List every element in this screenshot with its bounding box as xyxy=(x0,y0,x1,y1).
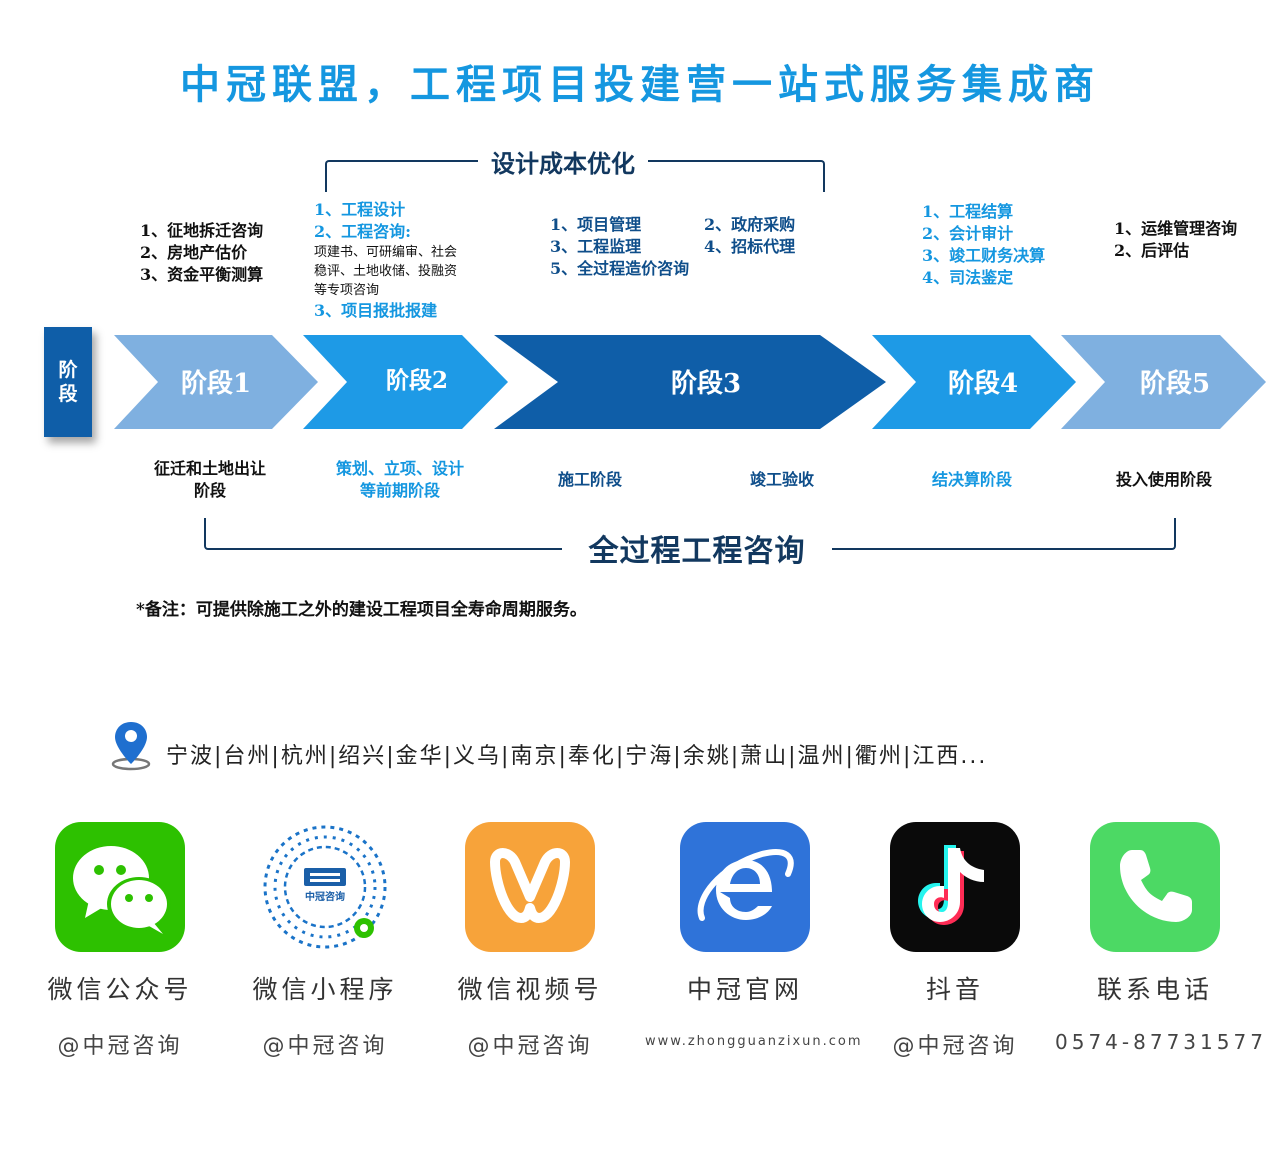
service-cities: 宁波|台州|杭州|绍兴|金华|义乌|南京|奉化|宁海|余姚|萧山|温州|衢州|江… xyxy=(166,744,988,769)
app-name: 微信公众号 xyxy=(47,975,193,1004)
qr-code-icon: 中冠咨询 xyxy=(260,822,390,952)
qr-brand-text: 中冠咨询 xyxy=(305,890,345,903)
stage3-phase-acceptance: 竣工验收 xyxy=(749,470,814,489)
stage-1-chevron xyxy=(114,335,318,429)
service-item: 1、征地拆迁咨询 xyxy=(140,221,264,240)
note-text: *备注：可提供除施工之外的建设工程项目全寿命周期服务。 xyxy=(136,600,587,620)
stage-4-label: 阶段4 xyxy=(948,368,1018,399)
app-wechat-official[interactable]: 微信公众号 @中冠咨询 xyxy=(20,822,220,1060)
phase-line: 阶段 xyxy=(193,481,226,500)
service-item: 1、工程结算 xyxy=(922,202,1014,221)
app-handle: @中冠咨询 xyxy=(467,1034,593,1059)
service-item: 2、工程咨询: xyxy=(314,222,412,241)
service-item: 1、工程设计 xyxy=(314,200,406,219)
stage-tab-char: 段 xyxy=(58,383,78,405)
phase-line: 等前期阶段 xyxy=(359,481,440,500)
location-pin-icon xyxy=(111,722,151,771)
stage3-services-left: 1、项目管理 3、工程监理 5、全过程造价咨询 xyxy=(550,214,689,280)
service-item: 2、房地产估价 xyxy=(140,243,248,262)
app-wechat-channels[interactable]: 微信视频号 @中冠咨询 xyxy=(430,822,630,1060)
service-detail: 等专项咨询 xyxy=(314,283,380,298)
app-name: 中冠官网 xyxy=(686,975,803,1004)
service-item: 3、工程监理 xyxy=(550,237,642,256)
stage1-services: 1、征地拆迁咨询 2、房地产估价 3、资金平衡测算 xyxy=(140,220,263,286)
stage-5-label: 阶段5 xyxy=(1140,368,1210,399)
stage-1-label: 阶段1 xyxy=(181,368,251,399)
browser-e-icon xyxy=(680,822,810,952)
app-handle: @中冠咨询 xyxy=(892,1034,1018,1059)
stage-3-label: 阶段3 xyxy=(671,368,741,399)
service-item: 4、司法鉴定 xyxy=(922,268,1014,287)
stage4-services: 1、工程结算 2、会计审计 3、竣工财务决算 4、司法鉴定 xyxy=(922,201,1045,289)
app-name: 抖音 xyxy=(925,975,984,1004)
douyin-icon xyxy=(890,822,1020,952)
app-handle: @中冠咨询 xyxy=(262,1034,388,1059)
phase-line: 策划、立项、设计 xyxy=(335,459,464,478)
stage-2-chevron xyxy=(303,335,508,429)
wechat-icon xyxy=(55,822,185,952)
stage3-phase-construction: 施工阶段 xyxy=(557,470,622,489)
stage-3-chevron xyxy=(494,335,886,429)
whole-process-label: 全过程工程咨询 xyxy=(562,526,832,570)
stage5-phase: 投入使用阶段 xyxy=(1115,470,1212,489)
page-title: 中冠联盟，工程项目投建营一站式服务集成商 xyxy=(180,62,1100,108)
phase-line: 征迁和土地出让 xyxy=(153,459,266,478)
wechat-channels-icon xyxy=(465,822,595,952)
stage-chevrons: 阶段1 阶段2 阶段3 阶段4 阶段5 xyxy=(114,335,1266,429)
stage-tab-char: 阶 xyxy=(58,359,78,381)
service-item: 2、政府采购 xyxy=(704,215,796,234)
service-item: 4、招标代理 xyxy=(704,237,796,256)
stage-5-chevron xyxy=(1061,335,1266,429)
service-item: 1、项目管理 xyxy=(550,215,642,234)
app-handle: @中冠咨询 xyxy=(57,1034,183,1059)
stage4-phase: 结决算阶段 xyxy=(931,470,1012,489)
stage-tab: 阶 段 xyxy=(44,327,92,437)
phone-number[interactable]: 0574-87731577 xyxy=(1055,1030,1267,1054)
service-item: 3、竣工财务决算 xyxy=(922,246,1046,265)
stage2-phase: 策划、立项、设计 等前期阶段 xyxy=(310,458,490,502)
stage1-phase: 征迁和土地出让 阶段 xyxy=(130,458,290,502)
app-contact-phone[interactable]: 联系电话 0574-87731577 xyxy=(1055,822,1267,1054)
website-url[interactable]: www.zhongguanzixun.com xyxy=(645,1034,863,1049)
service-item: 3、资金平衡测算 xyxy=(140,265,264,284)
app-name: 微信视频号 xyxy=(457,975,603,1004)
service-item: 5、全过程造价咨询 xyxy=(550,259,690,278)
app-official-website[interactable]: 中冠官网 www.zhongguanzixun.com xyxy=(645,822,863,1049)
service-item: 3、项目报批报建 xyxy=(314,301,438,320)
service-detail: 项建书、可研编审、社会 xyxy=(314,245,458,260)
stage-2-label: 阶段2 xyxy=(386,367,448,394)
app-douyin[interactable]: 抖音 @中冠咨询 xyxy=(855,822,1055,1060)
app-name: 联系电话 xyxy=(1096,975,1213,1004)
phone-icon xyxy=(1090,822,1220,952)
service-item: 2、会计审计 xyxy=(922,224,1014,243)
app-name: 微信小程序 xyxy=(252,975,398,1004)
service-item: 2、后评估 xyxy=(1114,241,1190,260)
stage3-services-right: 2、政府采购 4、招标代理 xyxy=(704,214,795,258)
design-optimization-label: 设计成本优化 xyxy=(478,144,648,179)
stage5-services: 1、运维管理咨询 2、后评估 xyxy=(1114,218,1237,262)
service-item: 1、运维管理咨询 xyxy=(1114,219,1238,238)
app-wechat-miniprogram[interactable]: 中冠咨询 微信小程序 @中冠咨询 xyxy=(225,822,425,1060)
service-detail: 稳评、土地收储、投融资 xyxy=(314,264,458,279)
stage2-services: 1、工程设计 2、工程咨询: 项建书、可研编审、社会 稳评、土地收储、投融资 等… xyxy=(314,199,457,322)
stage-4-chevron xyxy=(872,335,1076,429)
